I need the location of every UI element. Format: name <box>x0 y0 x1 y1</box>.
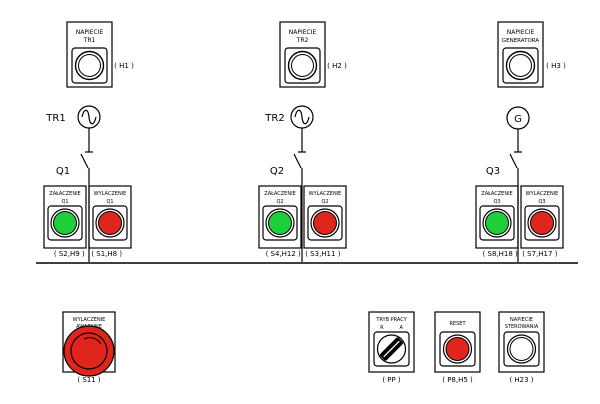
indicator-generator-lamp <box>502 47 539 84</box>
q2-open-button[interactable]: WYLACZENIE Q2 <box>303 185 347 249</box>
indicator-tr2-line2: TR2 <box>296 37 309 44</box>
control-voltage-line2: STEROWANIA <box>505 324 539 330</box>
q1-close-line1: ZAŁACZENIE <box>49 191 80 197</box>
transformer-icon <box>77 105 101 129</box>
q1-open-line2: Q1 <box>106 199 113 205</box>
source-tr1-label: TR1 <box>45 113 65 124</box>
q1-close-line2: Q1 <box>61 199 68 205</box>
mode-selector-knob[interactable] <box>373 331 410 367</box>
generator-glyph: G <box>514 114 522 125</box>
indicator-tr1: NAPIECIE TR1 ( H1 ) <box>66 21 134 88</box>
indicator-tr1-lamp <box>71 47 108 84</box>
indicator-generator-line2: GENERATORA <box>502 38 540 44</box>
indicator-generator-line1: NAPIECIE <box>507 29 535 36</box>
q2-button-refs: ( S4,H12 ) ( S3,H11 ) <box>266 250 341 258</box>
q3-open-button[interactable]: WYLACZENIE Q3 <box>520 185 564 249</box>
transformer-icon <box>290 105 314 129</box>
q1-open-button[interactable]: WYLACZENIE Q1 <box>88 185 132 249</box>
indicator-tr2-ref: ( H2 ) <box>327 62 347 70</box>
control-voltage-lamp <box>503 331 540 367</box>
mode-switch-line1: TRYB PRACY <box>375 317 407 323</box>
q2-close-button[interactable]: ZAŁACZENIE Q2 <box>258 185 302 249</box>
control-voltage-indicator: NAPIECIE STEROWANIA ( H23 ) <box>498 311 545 384</box>
mode-switch-ref: ( PP ) <box>382 376 401 384</box>
q2-close-line2: Q2 <box>276 199 283 205</box>
source-tr2: TR2 <box>264 105 314 129</box>
source-tr1: TR1 <box>45 105 101 129</box>
button-pair-q3: ZAŁACZENIE Q3 WYLACZENIE Q3 ( S8,H18 ) (… <box>475 185 564 258</box>
indicator-tr2-lamp <box>284 47 321 84</box>
breaker-q1-label: Q1 <box>56 166 70 177</box>
q3-button-refs: ( S8,H18 ) ( S7,H17 ) <box>483 250 558 258</box>
indicator-tr1-line1: NAPIECIE <box>76 29 104 36</box>
emergency-stop: WYLACZENIE AWARYJNE ( S11 ) <box>62 311 116 384</box>
emergency-stop-ref: ( S11 ) <box>77 376 101 384</box>
source-tr2-label: TR2 <box>264 113 284 124</box>
q3-open-line2: Q3 <box>538 199 545 205</box>
q3-close-line2: Q3 <box>493 199 500 205</box>
feeder-q2: Q2 <box>270 128 306 262</box>
q1-open-line1: WYLACZENIE <box>94 191 127 197</box>
q3-open-line1: WYLACZENIE <box>526 191 559 197</box>
indicator-tr2: NAPIECIE TR2 ( H2 ) <box>279 21 347 88</box>
reset-button[interactable] <box>439 331 476 367</box>
indicator-tr1-line2: TR1 <box>83 37 96 44</box>
q1-close-button[interactable]: ZAŁACZENIE Q1 <box>43 185 87 249</box>
control-voltage-ref: ( H23 ) <box>509 376 533 384</box>
button-pair-q2: ZAŁACZENIE Q2 WYLACZENIE Q2 ( S4,H12 ) (… <box>258 185 347 258</box>
reset-label: RESET <box>449 321 466 327</box>
source-generator: G <box>506 106 530 130</box>
indicator-generator: NAPIECIE GENERATORA ( H3 ) <box>497 21 566 88</box>
indicator-generator-ref: ( H3 ) <box>546 62 566 70</box>
q3-close-button[interactable]: ZAŁACZENIE Q3 <box>475 185 519 249</box>
q3-close-line1: ZAŁACZENIE <box>481 191 512 197</box>
breaker-q2-label: Q2 <box>270 166 284 177</box>
control-voltage-line1: NAPIECIE <box>510 317 533 323</box>
q2-close-line1: ZAŁACZENIE <box>264 191 295 197</box>
mode-switch-line2: R A <box>380 325 403 331</box>
emergency-stop-button[interactable] <box>63 325 115 377</box>
indicator-tr2-line1: NAPIECIE <box>289 29 317 36</box>
breaker-q3-label: Q3 <box>486 166 500 177</box>
q1-button-refs: ( S2,H9 ) ( S1,H8 ) <box>54 250 122 258</box>
emergency-stop-line1: WYLACZENIE <box>73 317 106 323</box>
q2-open-line2: Q2 <box>321 199 328 205</box>
reset-unit: RESET ( P8,H5 ) <box>434 311 481 384</box>
q2-open-line1: WYLACZENIE <box>309 191 342 197</box>
indicator-tr1-ref: ( H1 ) <box>114 62 134 70</box>
reset-ref: ( P8,H5 ) <box>442 376 473 384</box>
button-pair-q1: ZAŁACZENIE Q1 WYLACZENIE Q1 ( S2,H9 ) ( … <box>43 185 132 258</box>
mode-switch: TRYB PRACY R A ( PP ) <box>368 311 415 384</box>
generator-icon: G <box>506 106 530 130</box>
